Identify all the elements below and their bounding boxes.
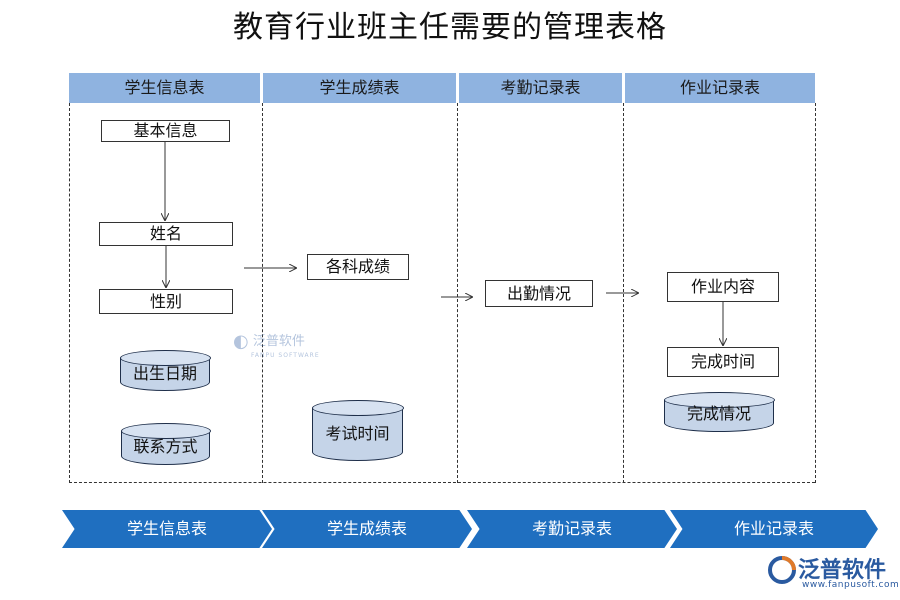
box-homework-content: 作业内容 [667, 272, 779, 302]
flow-step-homework: 作业记录表 [670, 510, 878, 548]
brand-url: www.fanpusoft.com [802, 580, 900, 590]
lane-border-left [69, 103, 70, 483]
cylinder-contact: 联系方式 [120, 423, 211, 465]
cylinder-exam-time: 考试时间 [311, 400, 404, 461]
flow-step-attendance: 考勤记录表 [467, 510, 677, 548]
lane-divider-1 [262, 103, 263, 483]
watermark-logo-icon: ◐ [233, 331, 249, 352]
brand-logo-icon [768, 556, 796, 584]
brand-logo: 泛普软件 www.fanpusoft.com [764, 550, 899, 598]
column-header-student-scores: 学生成绩表 [263, 73, 456, 103]
brand-name: 泛普软件 [798, 558, 887, 583]
column-header-student-info: 学生信息表 [69, 73, 260, 103]
lane-divider-2 [457, 103, 458, 483]
column-header-homework: 作业记录表 [625, 73, 815, 103]
column-header-attendance: 考勤记录表 [459, 73, 622, 103]
diagram-title: 教育行业班主任需要的管理表格 [233, 10, 667, 45]
lane-border-right [815, 103, 816, 483]
lane-border-bottom [69, 482, 815, 483]
cylinder-birth-date: 出生日期 [119, 350, 211, 391]
box-attendance: 出勤情况 [485, 280, 593, 307]
flow-step-student-info: 学生信息表 [62, 510, 272, 548]
box-gender: 性别 [99, 289, 233, 314]
box-name: 姓名 [99, 222, 233, 246]
box-subject-scores: 各科成绩 [307, 254, 409, 280]
box-basic-info: 基本信息 [101, 120, 230, 142]
cylinder-completion-status: 完成情况 [663, 392, 775, 432]
box-completion-time: 完成时间 [667, 347, 779, 377]
watermark: ◐ 泛普软件 FANPU SOFTWARE [233, 331, 320, 359]
flow-step-student-scores: 学生成绩表 [262, 510, 472, 548]
